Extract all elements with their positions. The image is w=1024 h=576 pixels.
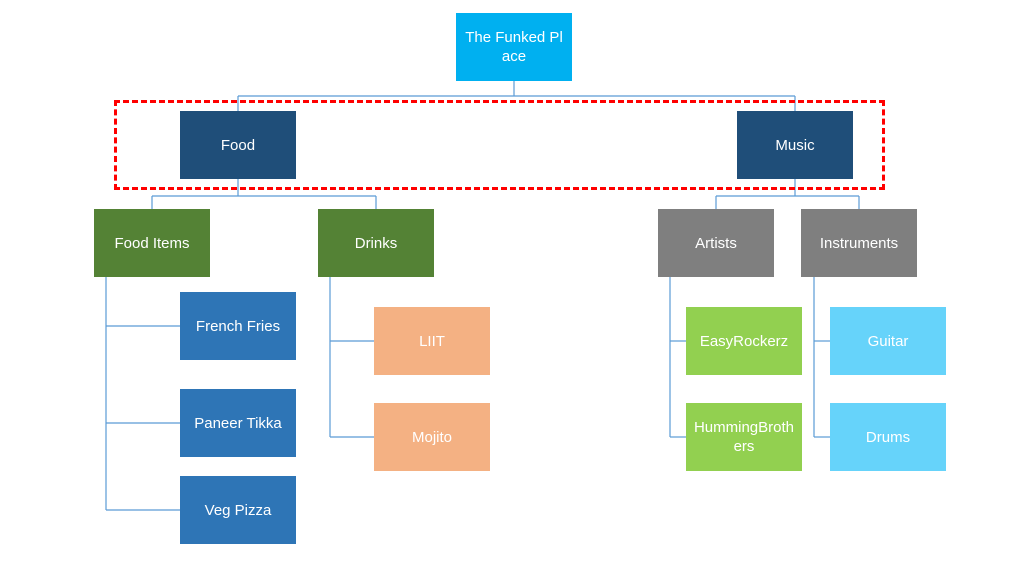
item-hummingbrothers-label: HummingBrothers bbox=[693, 419, 795, 455]
root-node: The Funked Place bbox=[456, 13, 572, 81]
item-guitar: Guitar bbox=[830, 307, 946, 375]
subcategory-artists-label: Artists bbox=[695, 234, 737, 252]
item-paneer-tikka: Paneer Tikka bbox=[180, 389, 296, 457]
item-guitar-label: Guitar bbox=[867, 332, 909, 350]
category-food: Food bbox=[180, 111, 296, 179]
root-label: The Funked Place bbox=[465, 29, 563, 65]
item-liit-label: LIIT bbox=[419, 332, 445, 350]
item-paneer-tikka-label: Paneer Tikka bbox=[194, 414, 282, 432]
subcategory-instruments: Instruments bbox=[801, 209, 917, 277]
item-liit: LIIT bbox=[374, 307, 490, 375]
subcategory-artists: Artists bbox=[658, 209, 774, 277]
subcategory-food-items: Food Items bbox=[94, 209, 210, 277]
subcategory-instruments-label: Instruments bbox=[819, 234, 899, 252]
item-mojito-label: Mojito bbox=[411, 428, 452, 446]
category-music: Music bbox=[737, 111, 853, 179]
item-french-fries: French Fries bbox=[180, 292, 296, 360]
subcategory-food-items-label: Food Items bbox=[114, 234, 190, 252]
category-music-label: Music bbox=[775, 136, 815, 154]
item-veg-pizza-label: Veg Pizza bbox=[204, 501, 272, 519]
item-easyrockerz: EasyRockerz bbox=[686, 307, 802, 375]
subcategory-drinks-label: Drinks bbox=[354, 234, 398, 252]
item-hummingbrothers: HummingBrothers bbox=[686, 403, 802, 471]
item-easyrockerz-label: EasyRockerz bbox=[699, 332, 789, 350]
category-food-label: Food bbox=[220, 136, 256, 154]
highlight-dashed-box bbox=[114, 100, 885, 190]
item-veg-pizza: Veg Pizza bbox=[180, 476, 296, 544]
subcategory-drinks: Drinks bbox=[318, 209, 434, 277]
item-french-fries-label: French Fries bbox=[195, 317, 281, 335]
item-mojito: Mojito bbox=[374, 403, 490, 471]
item-drums: Drums bbox=[830, 403, 946, 471]
item-drums-label: Drums bbox=[865, 428, 911, 446]
